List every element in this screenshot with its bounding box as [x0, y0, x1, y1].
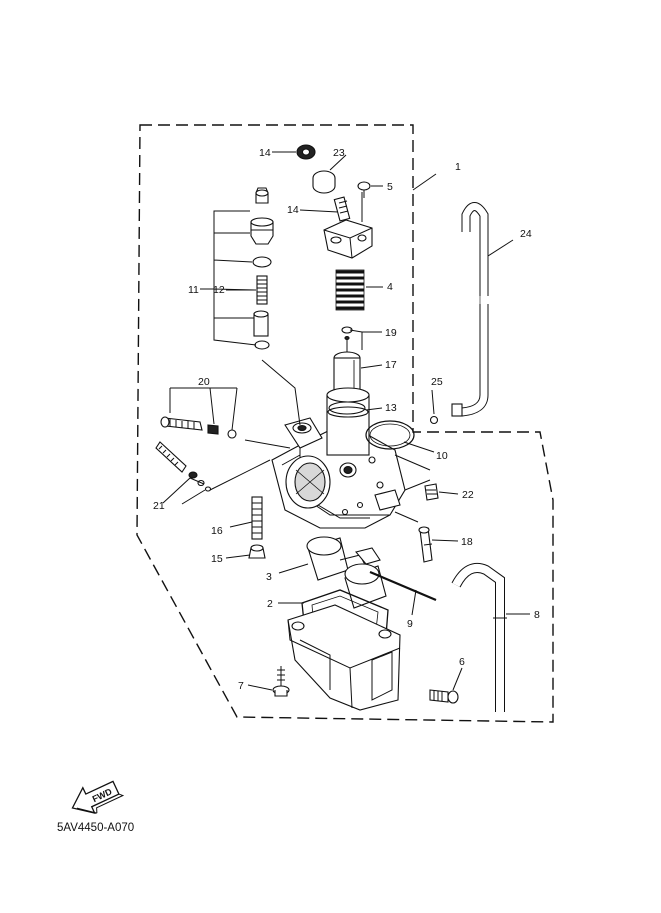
bracket-11	[213, 210, 257, 346]
o-ring-10	[365, 420, 415, 450]
figure-code: 5AV4450-A070	[57, 822, 135, 834]
screw-5	[357, 181, 371, 198]
float-pin-9	[369, 570, 437, 602]
part-label-19: 19	[385, 327, 397, 339]
clip-25	[429, 415, 439, 425]
needle-jet-16	[251, 496, 263, 540]
part-label-21: 21	[153, 500, 165, 512]
part-label-12: 12	[213, 284, 225, 296]
part-label-25: 25	[431, 376, 443, 388]
cable-adjuster-14	[333, 196, 351, 222]
screw-20	[160, 416, 237, 439]
drain-screw-6	[429, 689, 459, 704]
main-jet-15	[248, 544, 266, 559]
part-label-18: 18	[461, 536, 473, 548]
pilot-parts-stack	[250, 187, 274, 350]
part-label-22: 22	[462, 489, 474, 501]
float-3	[306, 536, 387, 609]
part-label-16: 16	[211, 525, 223, 537]
part-label-8: 8	[534, 609, 540, 621]
part-label-1: 1	[455, 161, 461, 173]
part-label-11: 11	[188, 284, 199, 296]
part-label-24: 24	[520, 228, 532, 240]
part-label-9: 9	[407, 618, 413, 630]
carburetor-body	[271, 387, 406, 529]
drain-plug-22	[424, 483, 439, 501]
part-label-20: 20	[198, 376, 210, 388]
cap-23	[312, 170, 336, 194]
part-label-3: 3	[266, 571, 272, 583]
part-label-7: 7	[238, 680, 244, 692]
part-label-2: 2	[267, 598, 273, 610]
part-label-14-mid: 14	[287, 204, 299, 216]
assembly-boundary-dashed	[136, 124, 554, 723]
part-label-17: 17	[385, 359, 397, 371]
part-label-23: 23	[333, 147, 345, 159]
float-bowl	[287, 604, 401, 711]
part-label-6: 6	[459, 656, 465, 668]
throttle-spring-4	[335, 269, 365, 311]
vent-hose-24	[451, 202, 490, 417]
screw-7	[272, 666, 290, 697]
part-label-15: 15	[211, 553, 223, 565]
part-label-10: 10	[436, 450, 448, 462]
fwd-arrow-icon: FWD	[71, 780, 125, 814]
part-label-4: 4	[387, 281, 393, 293]
cap-nut-14	[296, 144, 316, 160]
screw-21	[155, 441, 212, 492]
pilot-jet-18	[418, 526, 433, 563]
leader-lines	[162, 151, 530, 691]
clip-19	[341, 326, 353, 352]
gasket-13	[328, 401, 366, 415]
part-label-5: 5	[387, 181, 393, 193]
carburetor-top-cover	[323, 219, 373, 259]
part-label-14-top: 14	[259, 147, 271, 159]
overflow-hose-8	[451, 562, 507, 712]
part-label-13: 13	[385, 402, 397, 414]
